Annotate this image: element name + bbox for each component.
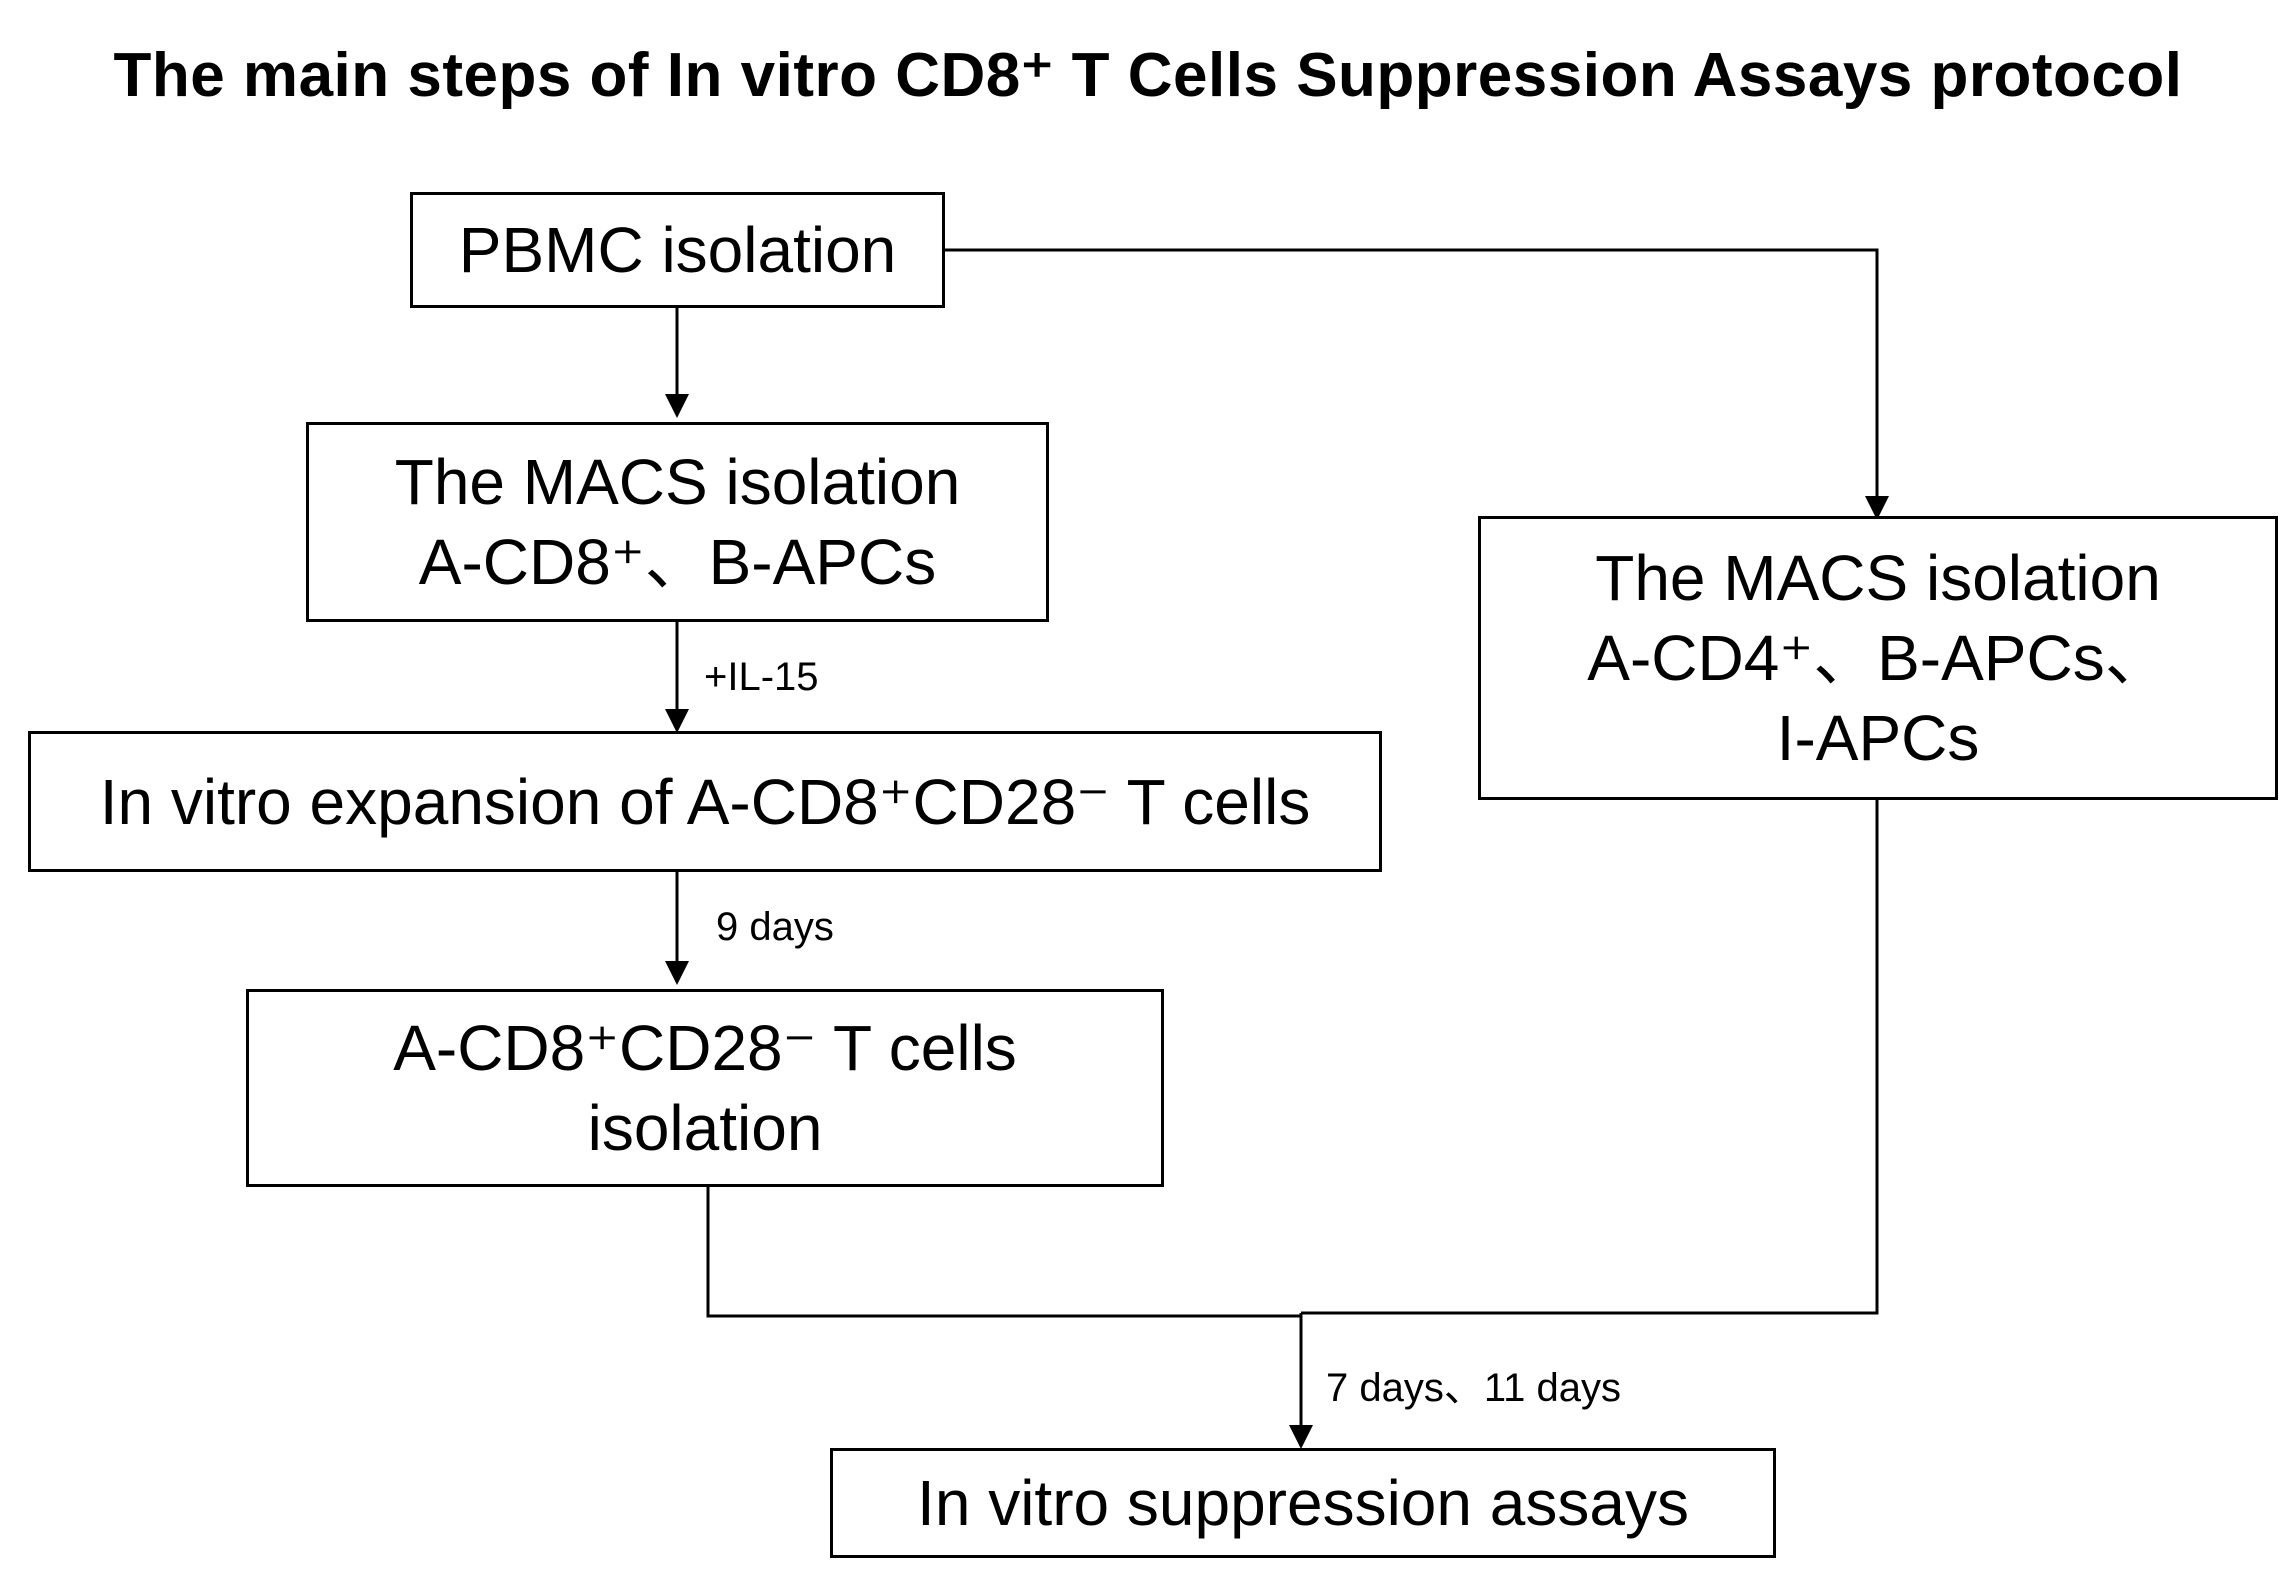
node-text: In vitro suppression assays — [917, 1467, 1689, 1539]
connector-isolation-merge — [706, 1187, 1301, 1318]
connector-macs-cd4-merge — [1301, 800, 1879, 1315]
node-text: In vitro expansion of A-CD8⁺CD28⁻ T cell… — [99, 765, 1311, 838]
node-text: I-APCs — [1776, 702, 1980, 774]
node-suppression-assays: In vitro suppression assays — [830, 1448, 1776, 1558]
node-text: A-CD8⁺、B-APCs — [418, 526, 937, 598]
node-pbmc-isolation: PBMC isolation — [410, 192, 945, 308]
edge-label-nine-days: 9 days — [716, 905, 834, 949]
node-macs-cd4-isolation: The MACS isolation A-CD4⁺、B-APCs、 I-APCs — [1478, 516, 2278, 800]
node-text: A-CD4⁺、B-APCs、 — [1587, 622, 2169, 694]
node-text: The MACS isolation — [394, 446, 961, 518]
node-text: The MACS isolation — [1595, 542, 2161, 614]
edge-label-il15: +IL-15 — [704, 655, 819, 699]
node-macs-cd8-isolation: The MACS isolation A-CD8⁺、B-APCs — [306, 422, 1049, 622]
node-text: PBMC isolation — [458, 214, 897, 286]
arrow-pbmc-to-macs-cd4 — [945, 248, 1889, 520]
node-text: A-CD8⁺CD28⁻ T cells — [393, 1012, 1017, 1084]
diagram-title: The main steps of In vitro CD8⁺ T Cells … — [113, 41, 2183, 110]
node-cd8-cd28-isolation: A-CD8⁺CD28⁻ T cells isolation — [246, 989, 1164, 1187]
edge-label-assay-days: 7 days、11 days — [1326, 1366, 1621, 1410]
node-in-vitro-expansion: In vitro expansion of A-CD8⁺CD28⁻ T cell… — [28, 731, 1382, 872]
node-text: isolation — [587, 1092, 823, 1164]
